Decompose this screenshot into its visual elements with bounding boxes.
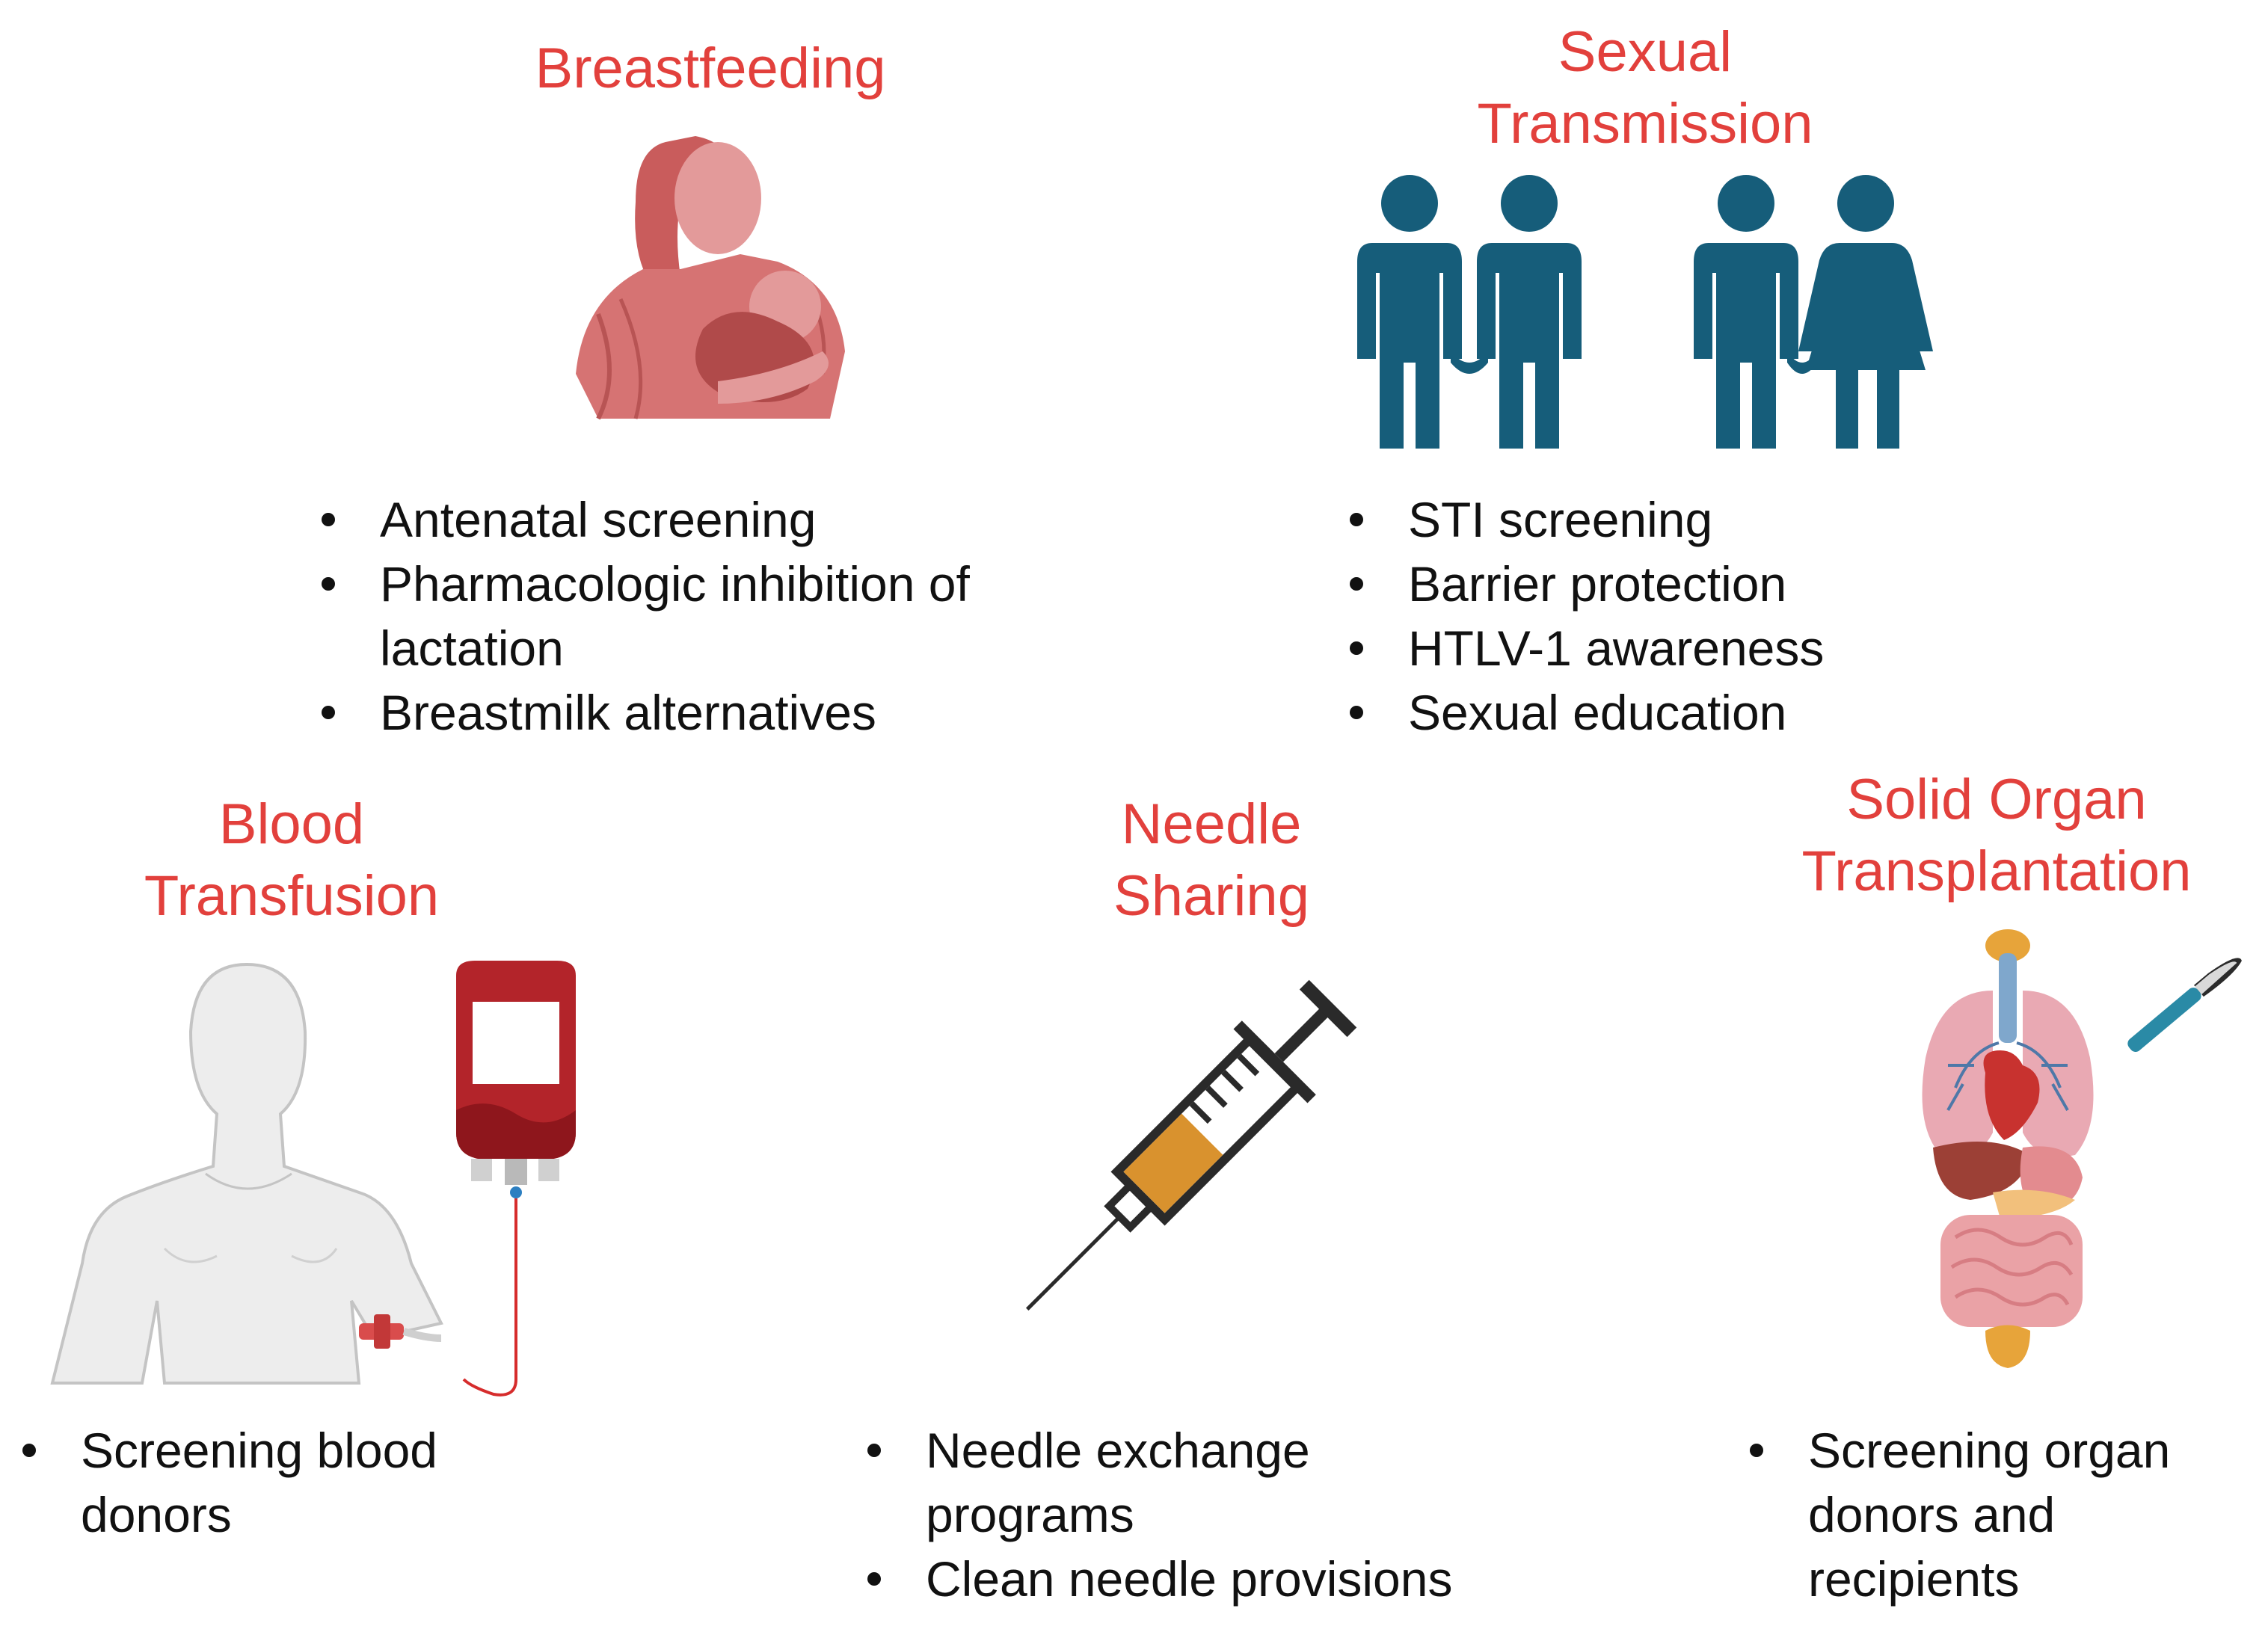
organ-list: Screening organ donors and recipients: [1742, 1418, 2251, 1611]
list-item: Pharmacologic inhibition of: [314, 552, 1137, 616]
list-item: Breastmilk alternatives: [314, 680, 1137, 745]
breastfeeding-title: Breastfeeding: [535, 37, 886, 100]
list-item: Barrier protection: [1342, 552, 2090, 616]
list-item-continuation: donors and: [1808, 1487, 2056, 1542]
sexual-title-line2: Transmission: [1477, 92, 1813, 156]
list-item-continuation: donors: [81, 1487, 232, 1542]
list-item: Needle exchange: [860, 1418, 1533, 1482]
organ-title-line2: Transplantation: [1801, 840, 2192, 903]
syringe-icon: [1025, 979, 1357, 1311]
list-item: STI screening: [1342, 487, 2090, 552]
organs-icon: [1922, 929, 2094, 1368]
organ-title-line1: Solid Organ: [1846, 768, 2147, 831]
list-item-continuation: programs: [926, 1487, 1134, 1542]
human-body-icon: [50, 962, 443, 1385]
needle-list: Needle exchange programs Clean needle pr…: [860, 1418, 1533, 1611]
breastfeeding-list: Antenatal screening Pharmacologic inhibi…: [314, 487, 1137, 745]
couple-icon: [1357, 175, 1933, 449]
breastfeeding-mother-icon: [576, 136, 845, 420]
list-item: Screening organ: [1742, 1418, 2251, 1482]
list-item: Clean needle provisions: [860, 1547, 1533, 1611]
sexual-list: STI screening Barrier protection HTLV-1 …: [1342, 487, 2090, 745]
needle-title-line1: Needle: [1121, 792, 1302, 856]
blood-list: Screening blood donors: [15, 1418, 538, 1547]
list-item: HTLV-1 awareness: [1342, 616, 2090, 680]
blood-title-line2: Transfusion: [144, 864, 440, 928]
scalpel-icon: [2127, 958, 2242, 1052]
blood-bag-icon: [456, 961, 576, 1397]
list-item: Screening blood: [15, 1418, 538, 1482]
blood-title-line1: Blood: [218, 792, 365, 856]
sexual-title-line1: Sexual: [1558, 20, 1733, 84]
list-item: Sexual education: [1342, 680, 2090, 745]
list-item: Antenatal screening: [314, 487, 1137, 552]
list-item-continuation: recipients: [1808, 1551, 2020, 1607]
needle-title-line2: Sharing: [1113, 864, 1309, 928]
list-item-continuation: lactation: [380, 621, 564, 676]
